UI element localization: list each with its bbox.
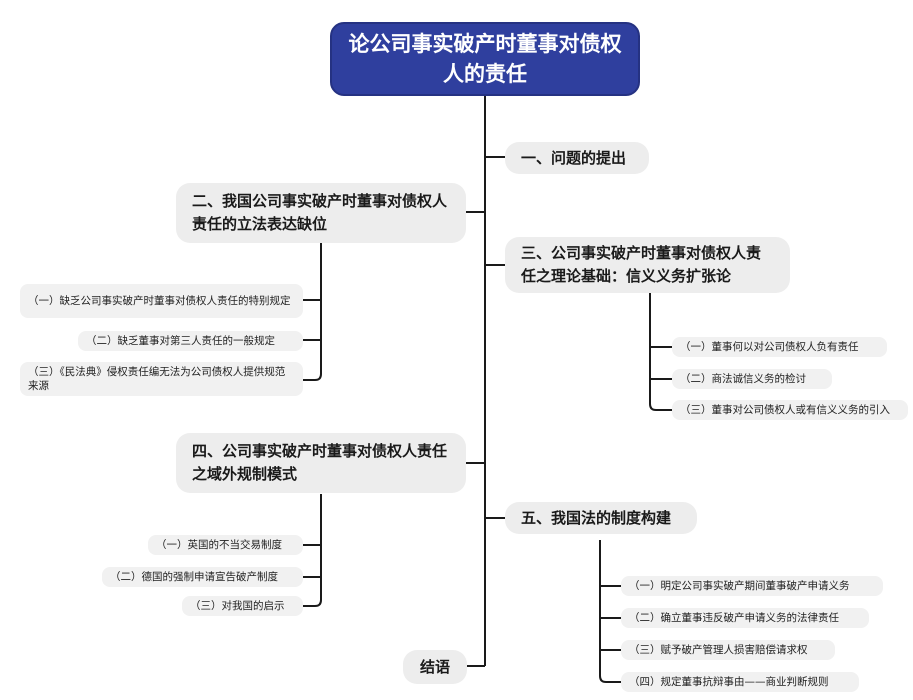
leaf-b5-1[interactable]: （一）明定公司事实破产期间董事破产申请义务	[621, 576, 883, 596]
branch-node-3[interactable]: 三、公司事实破产时董事对债权人责任之理论基础：信义义务扩张论	[505, 237, 790, 293]
root-node[interactable]: 论公司事实破产时董事对债权人的责任	[330, 22, 640, 96]
b3-child-lines	[649, 292, 672, 411]
leaf-b2-1[interactable]: （一）缺乏公司事实破产时董事对债权人责任的特别规定	[20, 284, 303, 318]
leaf-b2-3[interactable]: （三）《民法典》侵权责任编无法为公司债权人提供规范来源	[20, 362, 303, 396]
leaf-b5-2[interactable]: （二）确立董事违反破产申请义务的法律责任	[621, 608, 869, 628]
branch-node-6[interactable]: 结语	[403, 650, 467, 684]
leaf-b2-2[interactable]: （二）缺乏董事对第三人责任的一般规定	[78, 331, 303, 351]
leaf-b5-3[interactable]: （三）赋予破产管理人损害赔偿请求权	[621, 640, 835, 660]
b2-child-lines	[303, 243, 322, 381]
leaf-b3-3[interactable]: （三）董事对公司债权人或有信义义务的引入	[672, 400, 908, 420]
leaf-b3-2[interactable]: （二）商法诚信义务的检讨	[672, 369, 832, 389]
leaf-b3-1[interactable]: （一）董事何以对公司债权人负有责任	[672, 337, 887, 357]
branch-node-2[interactable]: 二、我国公司事实破产时董事对债权人责任的立法表达缺位	[176, 183, 466, 243]
leaf-b4-3[interactable]: （三）对我国的启示	[182, 596, 303, 616]
leaf-b5-4[interactable]: （四）规定董事抗辩事由——商业判断规则	[621, 672, 859, 692]
leaf-b4-2[interactable]: （二）德国的强制申请宣告破产制度	[102, 567, 303, 587]
leaf-b4-1[interactable]: （一）英国的不当交易制度	[148, 535, 303, 555]
branch-node-5[interactable]: 五、我国法的制度构建	[505, 502, 697, 534]
b4-child-lines	[303, 494, 322, 607]
branch-node-4[interactable]: 四、公司事实破产时董事对债权人责任之域外规制模式	[176, 433, 466, 493]
branch-node-1[interactable]: 一、问题的提出	[505, 142, 649, 174]
b5-child-lines	[599, 540, 621, 683]
